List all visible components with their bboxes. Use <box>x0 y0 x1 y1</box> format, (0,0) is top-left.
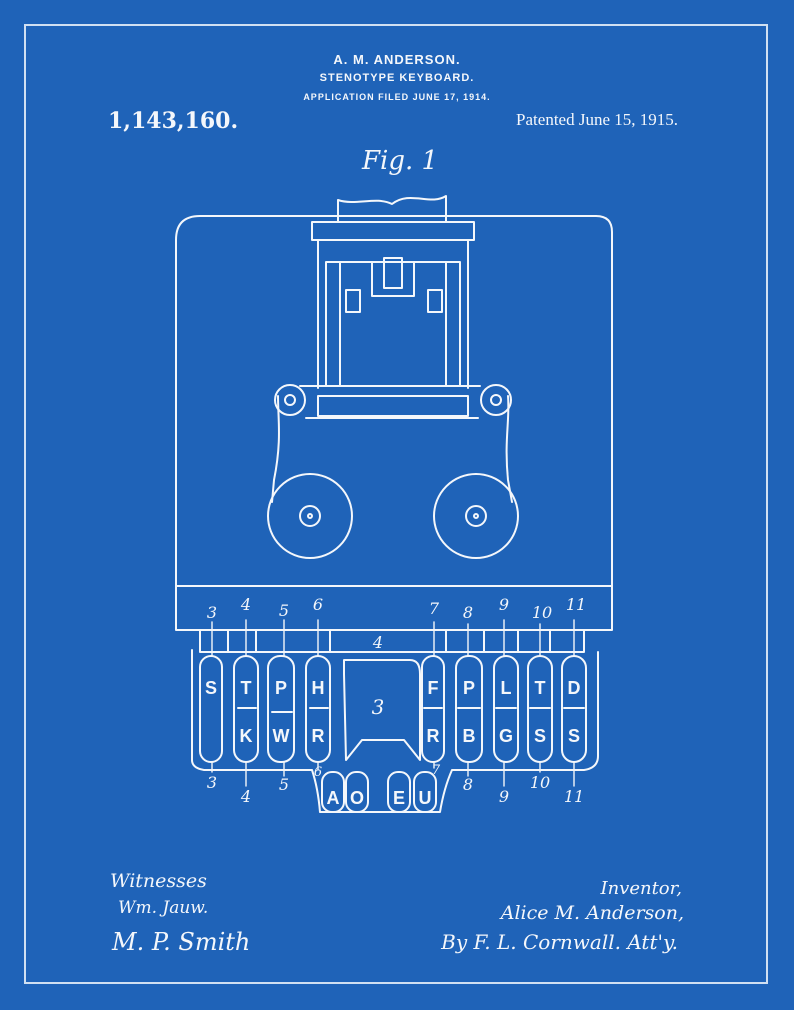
top-number-5: 7 <box>429 599 440 618</box>
carriage-sides <box>317 239 469 389</box>
patent-number: 1,143,160. <box>108 108 239 134</box>
guide-plate <box>317 395 469 417</box>
inventor-header: A. M. ANDERSON. <box>333 52 461 67</box>
inventor-signature: Alice M. Anderson, <box>500 902 684 924</box>
attorney-signature: By F. L. Cornwall. Att'y. <box>441 930 678 954</box>
bottom-number-3: 5 <box>279 775 289 794</box>
bottom-number-5: 7 <box>432 763 441 778</box>
key-bottom-left-2: W <box>273 726 290 746</box>
patented-date: Patented June 15, 1915. <box>516 110 678 129</box>
rail-label: 4 <box>372 633 383 652</box>
key-bottom-left-3: R <box>312 726 325 746</box>
page-border <box>24 24 768 984</box>
inventor-label: Inventor, <box>600 878 682 899</box>
top-number-7: 9 <box>499 595 509 614</box>
key-bottom-right-5: S <box>568 726 580 746</box>
paper-tape <box>337 195 447 223</box>
carriage-frame <box>325 261 461 387</box>
bottom-number-2: 4 <box>240 787 251 806</box>
left-reel <box>267 473 353 559</box>
feed-arms <box>271 395 513 503</box>
top-number-3: 5 <box>279 601 289 620</box>
key-top-left-3: P <box>275 678 287 698</box>
top-number-9: 11 <box>566 595 586 614</box>
left-key-bars <box>199 655 331 763</box>
witness-signature-1: Wm. Jauw. <box>118 898 209 918</box>
key-bottom-right-3: G <box>499 726 513 746</box>
top-number-6: 8 <box>463 603 473 622</box>
key-top-right-2: P <box>463 678 475 698</box>
key-top-right-1: F <box>428 678 439 698</box>
key-bottom-right-2: B <box>463 726 476 746</box>
key-top-left-4: H <box>312 678 325 698</box>
right-key-bars <box>421 655 587 763</box>
center-label: 3 <box>372 695 385 719</box>
left-roller <box>274 384 306 416</box>
left-clamp <box>345 289 361 313</box>
vowel-key-u: U <box>419 788 432 808</box>
witnesses-label: Witnesses <box>110 870 207 892</box>
key-top-right-4: T <box>535 678 546 698</box>
key-top-right-3: L <box>501 678 512 698</box>
key-top-right-5: D <box>568 678 581 698</box>
vowel-key-e: E <box>393 788 405 808</box>
bottom-number-9: 11 <box>564 787 584 806</box>
filing-date: APPLICATION FILED JUNE 17, 1914. <box>303 92 491 102</box>
right-reel <box>433 473 519 559</box>
top-number-4: 6 <box>313 595 323 614</box>
vowel-key-o: O <box>350 788 364 808</box>
top-number-2: 4 <box>240 595 251 614</box>
keyboard-housing <box>191 649 599 813</box>
center-block <box>343 659 421 761</box>
patent-title: STENOTYPE KEYBOARD. <box>319 72 475 84</box>
leader-lines <box>211 619 575 787</box>
right-roller <box>480 384 512 416</box>
figure-label: Fig. 1 <box>362 146 439 176</box>
bottom-number-1: 3 <box>207 773 217 792</box>
bottom-number-8: 10 <box>530 773 550 792</box>
witness-signature-2: M. P. Smith <box>112 928 251 956</box>
vowel-key-a: A <box>327 788 340 808</box>
key-bottom-left-1: K <box>240 726 253 746</box>
vowel-key-bars <box>321 771 437 813</box>
key-bottom-right-4: S <box>534 726 546 746</box>
carriage-bar <box>311 221 475 241</box>
upper-housing <box>175 215 613 587</box>
key-top-left-1: S <box>205 678 217 698</box>
bottom-number-4: 6 <box>314 765 322 780</box>
right-clamp <box>427 289 443 313</box>
key-bottom-right-1: R <box>427 726 440 746</box>
bottom-number-7: 9 <box>499 787 509 806</box>
key-top-left-2: T <box>241 678 252 698</box>
bottom-number-6: 8 <box>463 775 473 794</box>
key-rail <box>199 629 585 653</box>
type-block <box>371 261 415 297</box>
top-number-8: 10 <box>532 603 552 622</box>
top-number-1: 3 <box>207 603 217 622</box>
